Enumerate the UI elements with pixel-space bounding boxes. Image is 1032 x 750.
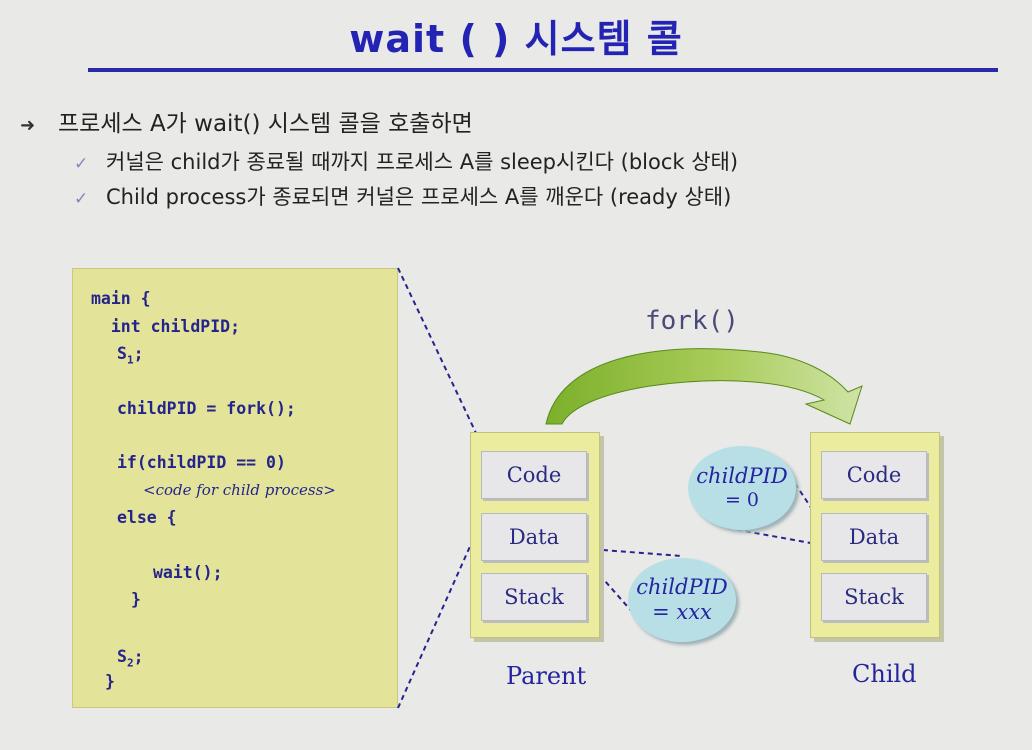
parent-bubble-value: = xxx [652, 600, 712, 624]
sub-bullet-1-text: 커널은 child가 종료될 때까지 프로세스 A를 sleep시킨다 (blo… [106, 150, 739, 174]
code-comment-child: <code for child process> [143, 481, 336, 499]
child-data-segment: Data [821, 513, 927, 561]
sub-bullet-2: ✓ Child process가 종료되면 커널은 프로세스 A를 깨운다 (re… [74, 181, 731, 211]
checkmark-icon: ✓ [74, 189, 89, 209]
code-line-else: else { [117, 508, 177, 527]
code-line-wait: wait(); [153, 563, 223, 582]
zoom-line-top [397, 267, 485, 451]
main-bullet: ➜ 프로세스 A가 wait() 시스템 콜을 호출하면 [20, 104, 473, 138]
parent-bubble-var: childPID [636, 574, 728, 599]
code-line-if: if(childPID == 0) [117, 453, 286, 472]
child-pid-bubble-parent: childPID = xxx [628, 558, 736, 642]
code-line-s2: S2; [117, 647, 144, 670]
parent-stack-segment: Stack [481, 573, 587, 621]
title-underline [88, 68, 998, 72]
child-bubble-value: = 0 [724, 489, 760, 512]
parent-data-segment: Data [481, 513, 587, 561]
child-process-frame: Code Data Stack [810, 432, 940, 638]
child-bubble-var: childPID [696, 464, 788, 488]
checkmark-icon: ✓ [74, 154, 89, 174]
child-pid-bubble-child: childPID = 0 [688, 446, 796, 530]
code-line-fork: childPID = fork(); [117, 399, 296, 418]
code-line-close-else: } [131, 590, 141, 609]
code-line-s1: S1; [117, 344, 144, 367]
parent-label: Parent [506, 662, 587, 690]
code-line-decl: int childPID; [91, 317, 241, 336]
fork-label: fork() [645, 306, 739, 336]
code-panel: main { int childPID; S1; childPID = fork… [72, 268, 398, 708]
main-bullet-text: 프로세스 A가 wait() 시스템 콜을 호출하면 [58, 111, 473, 137]
code-line-close-main: } [105, 672, 115, 691]
sub-bullet-1: ✓ 커널은 child가 종료될 때까지 프로세스 A를 sleep시킨다 (bl… [74, 146, 738, 176]
parent-code-segment: Code [481, 451, 587, 499]
fork-arrow [545, 348, 863, 425]
slide-title: wait ( ) 시스템 콜 [349, 17, 683, 61]
parent-data-pointer-b [575, 547, 635, 615]
sub-bullet-2-text: Child process가 종료되면 커널은 프로세스 A를 깨운다 (rea… [106, 185, 732, 209]
child-label: Child [852, 660, 917, 688]
child-code-segment: Code [821, 451, 927, 499]
code-line-main: main { [91, 289, 151, 308]
parent-process-frame: Code Data Stack [470, 432, 600, 638]
arrow-bullet-icon: ➜ [20, 115, 36, 136]
child-stack-segment: Stack [821, 573, 927, 621]
